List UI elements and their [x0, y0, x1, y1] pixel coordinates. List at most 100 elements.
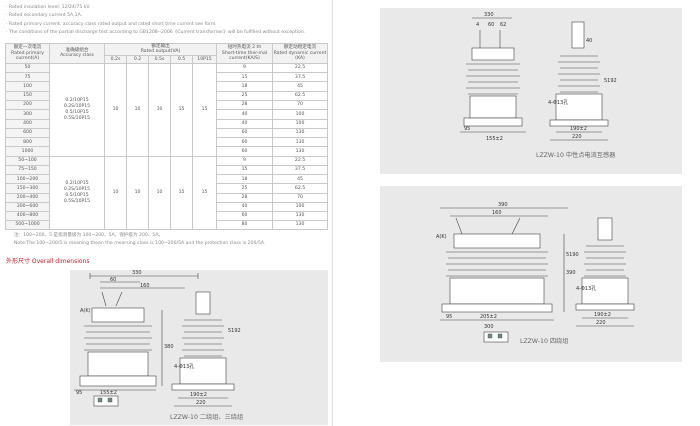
cell-dynamic: 45: [272, 81, 329, 92]
dim-radius: 5192: [228, 328, 241, 334]
cell-thermal: 40: [216, 109, 274, 120]
caption-four-winding: LZZW-10 四绕组: [520, 338, 569, 345]
cell-primary-current: 100: [5, 81, 50, 92]
cell-primary-current: 150: [5, 90, 50, 102]
cell-thermal: 28: [216, 192, 274, 203]
cell-thermal: 40: [216, 118, 274, 129]
cell-primary-current: 200~400: [5, 192, 50, 203]
spec-notes: · Rated insulation level: 12/24/75 kV. ·…: [6, 4, 328, 38]
dim-w1: 95: [464, 126, 470, 132]
cell-primary-current: 1000: [5, 146, 50, 157]
column-divider: [332, 0, 333, 426]
cell-thermal: 9: [216, 62, 274, 74]
cell-thermal: 40: [216, 201, 274, 212]
cell-thermal: 15: [216, 72, 274, 83]
header-output-0: 0.2s: [104, 54, 127, 64]
cell-dynamic: 22.5: [272, 62, 329, 74]
caption-neutral: LZZW-10 中性点电流互感器: [536, 152, 616, 159]
cell-thermal: 60: [216, 137, 274, 148]
cell-dynamic: 22.5: [272, 155, 329, 166]
drawing-four-winding: 390 160 A(K) 95 205±2 300 390 5190 4-Φ13…: [436, 202, 635, 343]
dim-w1: 95: [446, 314, 452, 320]
cell-output: 10: [104, 62, 127, 157]
cell-thermal: 25: [216, 90, 274, 102]
cell-dynamic: 37.5: [272, 164, 329, 176]
dim-w4: 220: [596, 320, 606, 326]
dim-radius: 5190: [566, 252, 579, 258]
dim-bolt: 4-Φ13孔: [174, 363, 194, 370]
dim-w4: 220: [572, 134, 582, 140]
cell-dynamic: 100: [272, 201, 329, 212]
drawing-panel-neutral: 330 4 60 62 95 155±2 40 5192 4-Φ13孔 190±…: [380, 8, 682, 174]
dim-w3: 190±2: [190, 392, 207, 398]
dim-w4: 220: [196, 400, 206, 406]
note-insulation: · Rated insulation level: 12/24/75 kV.: [6, 5, 91, 10]
cell-thermal: 80: [216, 220, 274, 231]
cell-dynamic: 62.5: [272, 90, 329, 102]
cell-thermal: 60: [216, 210, 274, 222]
dim-w2: 205±2: [480, 314, 497, 320]
dim-radius: 5192: [604, 78, 617, 84]
footnote-cn: 注：100~200、5 是指测量级为 100~200、5A，保护级为 200、5…: [14, 233, 164, 238]
drawing-panel-two-three-winding: 330 60 160 A(K) 95 155±2 380 5192 4-Φ13孔…: [70, 270, 328, 425]
drawing-two-three-winding: 330 60 160 A(K) 95 155±2 380 5192 4-Φ13孔…: [74, 270, 241, 407]
dim-d2: 160: [140, 283, 150, 289]
dim-height: 390: [566, 270, 576, 276]
cell-thermal: 18: [216, 174, 274, 185]
dim-w5: 300: [484, 324, 494, 330]
cell-primary-current: 75~150: [5, 164, 50, 176]
cell-output: 10: [126, 155, 149, 231]
dim-height: 40: [586, 38, 592, 44]
dim-d1: 4: [476, 22, 479, 28]
note-primary-current: · Rated primary current, accuracy class …: [6, 21, 216, 27]
cell-dynamic: 130: [272, 137, 329, 148]
cell-primary-current: 100~200: [5, 174, 50, 185]
dim-w1: 95: [76, 390, 82, 396]
cell-output: 15: [170, 62, 193, 157]
cell-output: 10: [148, 62, 171, 157]
dim-d2: 60: [488, 22, 494, 28]
cell-thermal: 9: [216, 155, 274, 166]
drawing-neutral: 330 4 60 62 95 155±2 40 5192 4-Φ13孔 190±…: [460, 12, 617, 142]
cell-primary-current: 800: [5, 137, 50, 148]
dim-w3: 190±2: [594, 312, 611, 318]
dim-bolt: 4-Φ13孔: [576, 285, 596, 292]
cell-primary-current: 400~800: [5, 210, 50, 222]
cell-dynamic: 70: [272, 192, 329, 203]
cell-thermal: 60: [216, 146, 274, 157]
cell-thermal: 15: [216, 164, 274, 176]
dim-bolt: 4-Φ13孔: [548, 99, 568, 106]
cell-dynamic: 100: [272, 109, 329, 120]
dim-d1: 60: [110, 277, 116, 283]
cell-dynamic: 130: [272, 146, 329, 157]
cell-dynamic: 100: [272, 118, 329, 129]
cell-primary-current: 50~100: [5, 155, 50, 166]
cell-primary-current: 300: [5, 109, 50, 120]
dim-w2: 155±2: [486, 136, 503, 142]
cell-dynamic: 37.5: [272, 72, 329, 83]
dim-w2: 155±2: [100, 390, 117, 396]
dim-top: 390: [498, 202, 508, 208]
cell-output: 15: [191, 62, 218, 157]
footnote-en: Note:The 100~200/5 is meaning thean the …: [14, 241, 266, 246]
caption-two-three-winding: LZZW-10 二绕组、三绕组: [170, 414, 244, 421]
header-output-3: 0.5: [170, 54, 193, 64]
dim-top: 330: [484, 12, 494, 18]
cell-dynamic: 45: [272, 174, 329, 185]
header-output-1: 0.2: [126, 54, 149, 64]
